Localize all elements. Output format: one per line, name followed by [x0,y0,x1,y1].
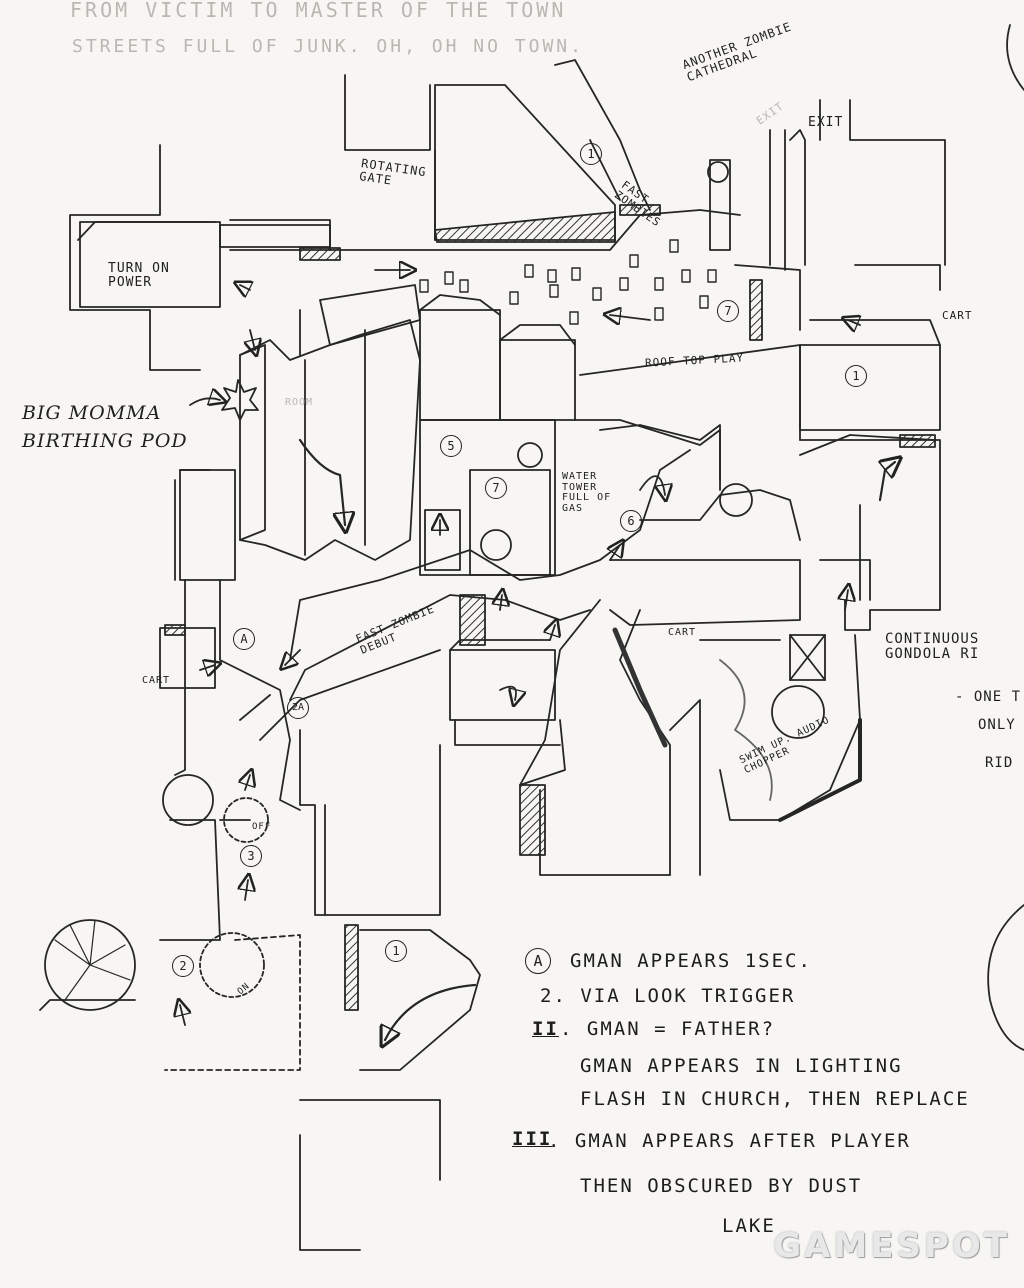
marker-3: 3 [240,845,262,867]
marker-5: 5 [440,435,462,457]
cart-mid-label: CART [668,628,696,639]
marker-7-mid: 7 [485,477,507,499]
top-block [345,75,430,150]
note-iii-marker: III [512,1128,552,1150]
right-block [800,345,940,430]
room-label: ROOM [285,398,313,409]
exit-label: EXIT [808,116,843,130]
exit-spire-2 [790,130,805,265]
big-momma-label: BIG MOMMA BIRTHING POD [22,400,192,455]
note-a-marker: A [525,948,551,974]
lower-building [450,650,555,720]
marker-2: 2 [172,955,194,977]
note-ii-marker: II [532,1018,559,1040]
continuous-gondola-label: CONTINUOUS GONDOLA RI [885,632,1024,661]
cart-left-label: CART [142,676,170,687]
note-iii-line3: LAKE [722,1215,776,1237]
note-iii-line1: . GMAN APPEARS AFTER PLAYER [548,1130,911,1152]
marker-1-top: 1 [580,143,602,165]
zombie-markers [420,240,716,324]
top-left-wall [70,145,200,370]
rid-label: RID [985,756,1013,771]
note-ii-line3: FLASH IN CHURCH, THEN REPLACE [580,1088,970,1110]
cart-top-label: CART [942,310,973,322]
marker-a: A [233,628,255,650]
note-iii-line2: THEN OBSCURED BY DUST [580,1175,862,1197]
marker-6: 6 [620,510,642,532]
note-ii-line1: . GMAN = FATHER? [560,1018,775,1040]
exit-spire-1 [770,130,785,270]
water-tower-label: WATER TOWER FULL OF GAS [562,472,612,514]
turn-on-power-label: TURN ON POWER [108,262,198,289]
marker-1-right: 1 [845,365,867,387]
marker-2a: 2A [287,697,309,719]
marker-7-top: 7 [717,300,739,322]
off-label: OFF [252,823,271,832]
marker-1-bottom: 1 [385,940,407,962]
gamespot-watermark: GAMESPOT [773,1226,1010,1266]
one-t-label: - ONE T [955,690,1021,705]
note-a-line2: 2. VIA LOOK TRIGGER [540,985,795,1007]
note-a-line1: GMAN APPEARS 1SEC. [570,950,812,972]
left-alley [175,580,185,775]
long-hall-left [240,320,420,560]
only-label: ONLY [978,718,1016,733]
note-ii-line2: GMAN APPEARS IN LIGHTING [580,1055,903,1077]
